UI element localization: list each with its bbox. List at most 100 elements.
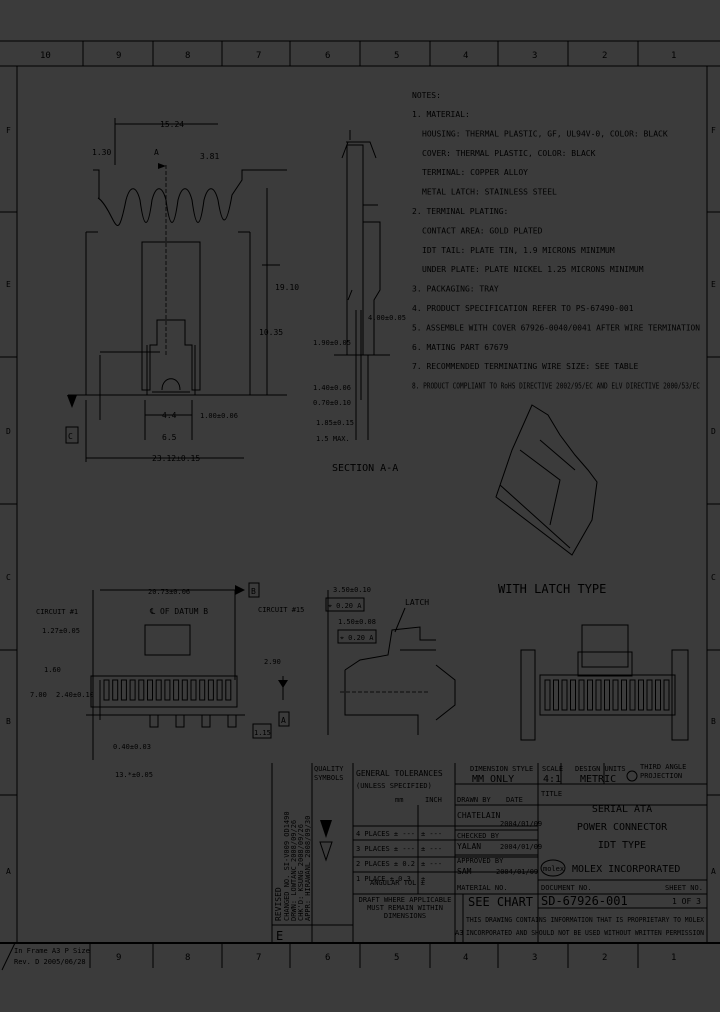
company: MOLEX INCORPORATED	[572, 864, 680, 875]
row-label: F	[6, 126, 11, 135]
row-label: E	[6, 280, 11, 289]
note-line: CONTACT AREA: GOLD PLATED	[422, 226, 543, 235]
column-label: 5	[394, 51, 399, 61]
checked-date: 2004/01/09	[500, 843, 542, 851]
checked-by-label: CHECKED BY	[457, 832, 500, 840]
tolerance-row: 3 PLACES ± ---	[356, 845, 415, 853]
dimension-label: 1.40±0.06	[313, 384, 351, 392]
drawn-by: CHATELAIN	[457, 811, 501, 820]
solder-tail	[227, 714, 237, 728]
dimension-label: 10.35	[259, 328, 283, 337]
molex-logo	[540, 859, 566, 877]
column-label: 7	[256, 953, 261, 963]
note-line: 7. RECOMMENDED TERMINATING WIRE SIZE: SE…	[412, 362, 639, 371]
row-label: E	[711, 280, 716, 289]
tolerance-row: 2 PLACES ± 0.2	[356, 860, 415, 868]
contact-slot	[544, 679, 551, 711]
contact-slot	[621, 679, 627, 711]
contact-slot	[120, 679, 127, 701]
dimension-style-label: DIMENSION STYLE	[470, 765, 533, 773]
section-marker: A	[154, 148, 159, 157]
unit-mm: mm	[395, 796, 403, 804]
column-label: 8	[185, 953, 190, 963]
dimension-label: 13.*±0.05	[115, 771, 153, 779]
approved-by-label: APPROVED BY	[457, 857, 504, 865]
proprietary-line: INCORPORATED AND SHOULD NOT BE USED WITH…	[466, 929, 704, 937]
date-label: DATE	[506, 796, 523, 804]
contact-slot	[129, 679, 136, 701]
dimension-label: 1.50±0.08	[338, 618, 376, 626]
contact-slot	[655, 679, 661, 711]
revision-line: APPR: HIRAWANL 2008/09/30	[304, 816, 312, 921]
checked-by: YALAN	[457, 842, 481, 851]
dimension-label: 3.50±0.10	[333, 586, 371, 594]
approved-by: SAM	[457, 867, 472, 876]
contact-slot	[553, 679, 559, 711]
column-labels-top: 10 9 8 7 6 5 4 3 2 1	[40, 51, 676, 61]
front-label: CIRCUIT #15	[258, 606, 304, 614]
contact-slot	[578, 679, 585, 711]
front-view-latch	[520, 624, 689, 741]
dimension-label: 1.60	[44, 666, 61, 674]
note-line: HOUSING: THERMAL PLASTIC, GF, UL94V-0, C…	[422, 129, 668, 138]
dimension-label: 1.85±0.15	[316, 419, 354, 427]
sheet-no: 1 OF 3	[672, 897, 701, 906]
datum-label: C	[68, 432, 73, 441]
tolerance-inch: ±	[421, 875, 425, 883]
contact-slot	[604, 679, 610, 711]
dimension-label: 20.73±0.06	[148, 588, 190, 596]
dimension-label: 4.00±0.05	[368, 314, 406, 322]
contact-slot	[190, 679, 197, 701]
design-units-label: DESIGN UNITS	[575, 765, 626, 773]
projection: THIRD ANGLE PROJECTION	[640, 763, 687, 780]
dimension-label: 15.24	[160, 120, 184, 129]
dimension-style: MM ONLY	[472, 774, 514, 785]
column-label: 6	[325, 953, 330, 963]
dimension-label: 0.70±0.10	[313, 399, 351, 407]
column-label: 9	[116, 51, 121, 61]
column-label: 3	[532, 953, 537, 963]
title-block: REVISED CHANGED NO. SI-V009 OD1490 DRWN:…	[271, 763, 707, 943]
note-line: 5. ASSEMBLE WITH COVER 67926-0040/0041 A…	[412, 323, 700, 332]
row-label: D	[6, 427, 11, 436]
contact-slot	[587, 679, 593, 711]
row-labels: F E D C B A F E D C B A	[6, 126, 716, 876]
general-tolerances: GENERAL TOLERANCES	[356, 769, 443, 778]
contact-slot	[147, 679, 153, 701]
title-line: POWER CONNECTOR	[577, 822, 668, 833]
front-view: 20.73±0.06 B CIRCUIT #1 ℄ OF DATUM B CIR…	[30, 582, 304, 779]
dimension-label: 6.5	[162, 433, 177, 442]
title-line: SERIAL ATA	[592, 804, 652, 815]
column-labels-bottom: 9 8 7 6 5 4 3 2 1 In Frame A3 P Size Rev…	[1, 942, 676, 971]
contact-slot	[207, 679, 214, 701]
contact-slot	[138, 679, 145, 701]
proprietary-line: THIS DRAWING CONTAINS INFORMATION THAT I…	[466, 916, 705, 924]
tolerance-row: 1 PLACE ± 0.3	[356, 875, 411, 883]
column-label: 7	[256, 51, 261, 61]
front-label: CIRCUIT #1	[36, 608, 78, 616]
note-line: 6. MATING PART 67679	[412, 343, 509, 352]
column-label: 8	[185, 51, 190, 61]
solder-tail	[149, 714, 159, 728]
column-label: 9	[116, 953, 121, 963]
isometric-view: WITH LATCH TYPE	[495, 404, 606, 596]
material-no: SEE CHART	[468, 895, 533, 909]
row-label: B	[711, 717, 716, 726]
row-label: F	[711, 126, 716, 135]
unit-inch: INCH	[425, 796, 442, 804]
scale-label: SCALE	[542, 765, 563, 773]
contact-slot	[595, 679, 602, 711]
dimension-label: 1.30	[92, 148, 111, 157]
column-label: 2	[602, 51, 607, 61]
scale: 4:1	[543, 774, 561, 785]
front-label: ℄ OF DATUM B	[149, 607, 208, 616]
column-label: 1	[671, 953, 676, 963]
sheet-no-label: SHEET NO.	[665, 884, 703, 892]
contact-slot	[612, 679, 619, 711]
section-view: 1.90±0.05 4.00±0.05 1.40±0.06 0.70±0.10 …	[313, 130, 406, 474]
frame-note: Rev. D 2005/06/28	[14, 958, 86, 966]
draft-note: DRAFT WHERE APPLICABLE MUST REMAIN WITHI…	[358, 896, 452, 920]
dimension-label: 0.40±0.03	[113, 743, 151, 751]
dimension-label: 1.15	[254, 729, 271, 737]
